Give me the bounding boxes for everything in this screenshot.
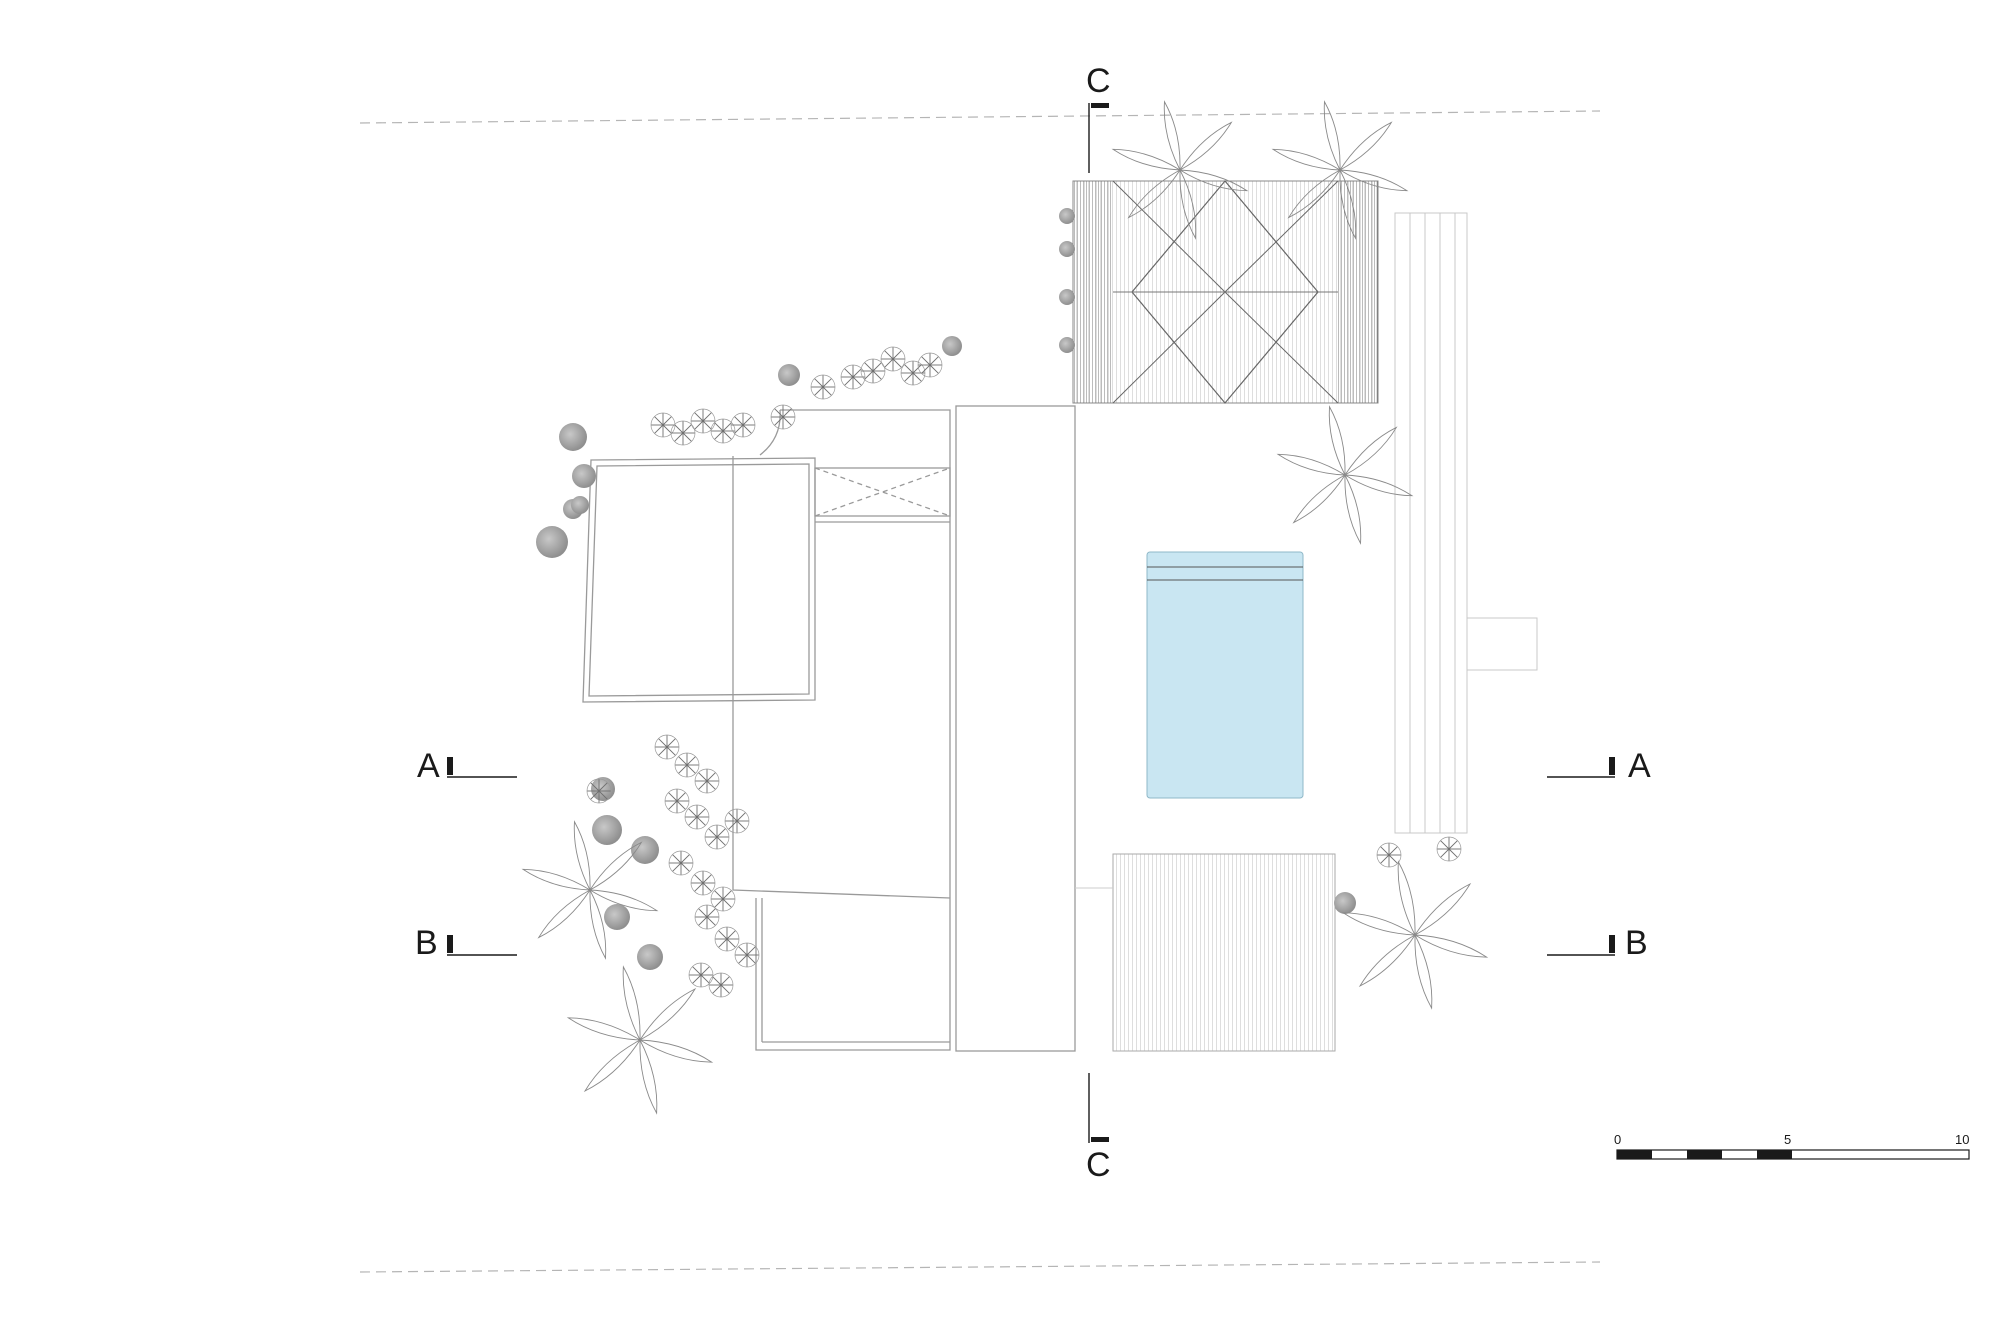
flower-mark bbox=[704, 824, 730, 850]
flower-mark bbox=[664, 788, 690, 814]
shrub-mark bbox=[591, 777, 615, 801]
shrub-mark bbox=[1334, 892, 1356, 914]
flower-mark bbox=[654, 734, 680, 760]
section-cut-lines bbox=[447, 103, 1615, 1143]
flower-mark bbox=[674, 752, 700, 778]
flower-mark bbox=[684, 804, 710, 830]
pavilion-roof bbox=[1072, 180, 1379, 404]
scale-tick-5: 5 bbox=[1784, 1132, 1792, 1147]
swimming-pool bbox=[1146, 551, 1304, 799]
shrub-mark bbox=[572, 464, 596, 488]
shrub-mark bbox=[571, 496, 589, 514]
flower-mark bbox=[900, 360, 926, 386]
flower-mark bbox=[710, 418, 736, 444]
flower-mark bbox=[734, 942, 760, 968]
house-footprint bbox=[582, 405, 1076, 1052]
flower-mark bbox=[840, 364, 866, 390]
shrub-mark bbox=[559, 423, 587, 451]
flower-mark bbox=[730, 412, 756, 438]
east-walkway bbox=[1394, 212, 1538, 834]
scale-tick-0: 0 bbox=[1614, 1132, 1622, 1147]
shrub-mark bbox=[1059, 208, 1075, 224]
shrub-mark bbox=[778, 364, 800, 386]
flower-mark bbox=[688, 962, 714, 988]
flower-mark bbox=[586, 778, 612, 804]
shrub-mark bbox=[1059, 337, 1075, 353]
flower-mark bbox=[694, 904, 720, 930]
foliage bbox=[521, 100, 1489, 1115]
section-label-b-right: B bbox=[1625, 924, 1648, 962]
flower-mark bbox=[710, 886, 736, 912]
shrub-mark bbox=[631, 836, 659, 864]
scale-bar bbox=[1616, 1149, 1970, 1160]
shrub-mark bbox=[637, 944, 663, 970]
shrub-mark bbox=[1059, 289, 1075, 305]
palm-tree-mark bbox=[1341, 860, 1489, 1010]
section-arrow-marks bbox=[447, 103, 1615, 1142]
flower-mark bbox=[690, 408, 716, 434]
flower-mark bbox=[917, 352, 943, 378]
section-label-c-top: C bbox=[1086, 62, 1111, 100]
flower-mark bbox=[714, 926, 740, 952]
palm-tree-mark bbox=[1276, 405, 1414, 545]
palm-tree-mark bbox=[1271, 100, 1409, 240]
deck-terrace bbox=[1075, 853, 1336, 1052]
flower-mark bbox=[690, 870, 716, 896]
flower-mark bbox=[694, 768, 720, 794]
property-lines bbox=[359, 110, 1601, 1273]
scale-tick-10: 10 bbox=[1955, 1132, 1970, 1147]
flower-mark bbox=[708, 972, 734, 998]
shrub-mark bbox=[1059, 241, 1075, 257]
shrub-mark bbox=[592, 815, 622, 845]
palm-tree-mark bbox=[1111, 100, 1249, 240]
flower-mark bbox=[670, 420, 696, 446]
flower-mark bbox=[810, 374, 836, 400]
flower-mark bbox=[1376, 842, 1402, 868]
palm-tree-mark bbox=[521, 820, 659, 960]
shrub-mark bbox=[604, 904, 630, 930]
section-label-b-left: B bbox=[415, 924, 438, 962]
section-label-c-bottom: C bbox=[1086, 1146, 1111, 1184]
section-label-a-right: A bbox=[1628, 747, 1651, 785]
flower-mark bbox=[880, 346, 906, 372]
flower-mark bbox=[860, 358, 886, 384]
shrub-mark bbox=[536, 526, 568, 558]
section-label-a-left: A bbox=[417, 747, 440, 785]
shrub-mark bbox=[942, 336, 962, 356]
flower-mark bbox=[770, 404, 796, 430]
palm-tree-mark bbox=[566, 965, 714, 1115]
flower-mark bbox=[1436, 836, 1462, 862]
flower-mark bbox=[668, 850, 694, 876]
flower-mark bbox=[724, 808, 750, 834]
